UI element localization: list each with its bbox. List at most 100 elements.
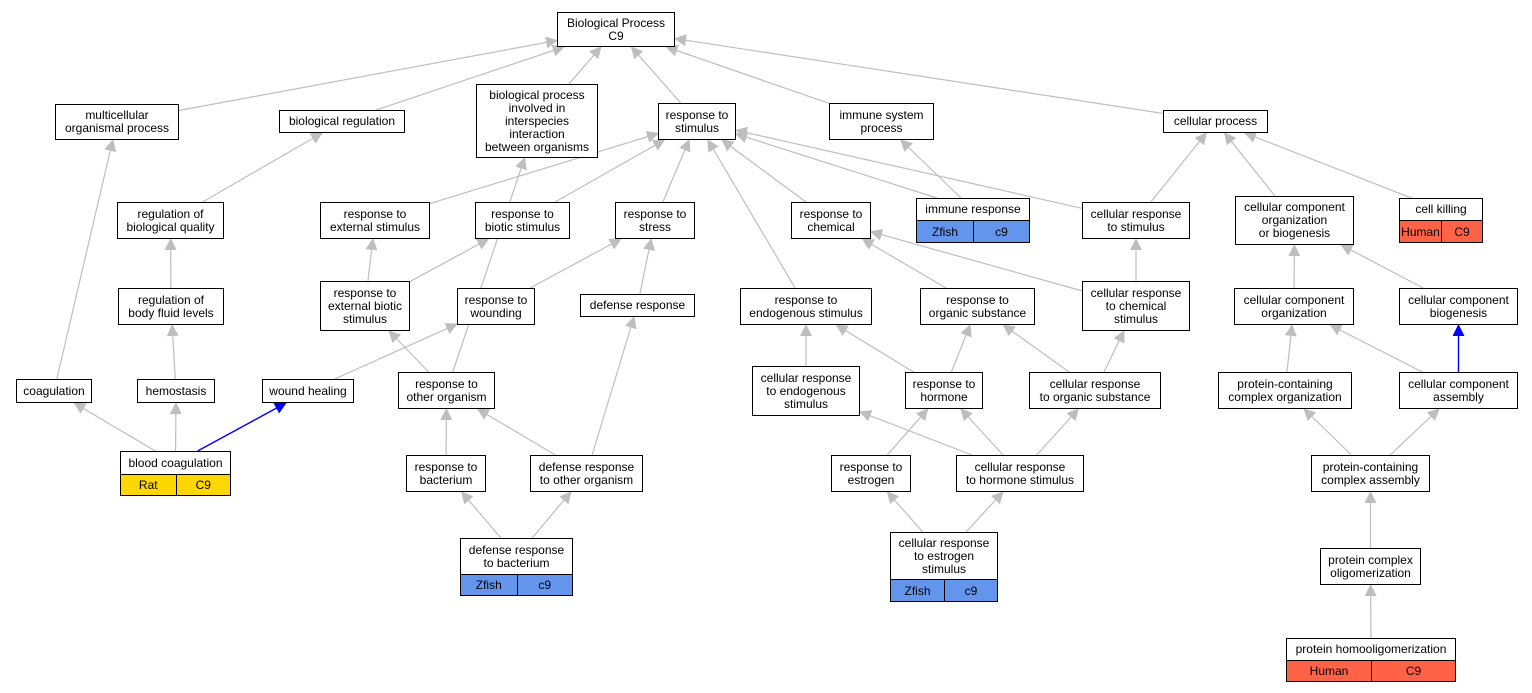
edge-cell_resp_org_sub-to-cell_resp_chem xyxy=(1103,330,1125,373)
edge-resp_ext-to-resp_stim xyxy=(429,130,659,205)
edge-multicellular-to-root xyxy=(178,36,558,112)
node-cellular-response-to-estrogen-stimulus[interactable]: cellular response to estrogen stimulus xyxy=(890,532,998,580)
annotation-cell-killing: Human C9 xyxy=(1399,220,1483,243)
node-coagulation[interactable]: coagulation xyxy=(16,379,92,403)
node-cellular-component-organization[interactable]: cellular component organization xyxy=(1234,288,1354,325)
node-response-to-endogenous-stimulus[interactable]: response to endogenous stimulus xyxy=(740,288,872,325)
gene-label: c9 xyxy=(973,221,1029,242)
node-cellular-response-to-stimulus[interactable]: cellular response to stimulus xyxy=(1082,202,1190,239)
node-defense-response[interactable]: defense response xyxy=(580,294,695,317)
edge-group xyxy=(56,34,1465,639)
node-response-to-stimulus[interactable]: response to stimulus xyxy=(658,103,736,140)
edge-def_resp_bact-to-resp_bacterium xyxy=(461,491,502,539)
annotation-blood-coagulation: Rat C9 xyxy=(120,474,231,496)
edge-hemostasis-to-reg_fluid xyxy=(166,324,179,380)
node-regulation-of-body-fluid-levels[interactable]: regulation of body fluid levels xyxy=(118,288,224,325)
node-response-to-external-biotic-stimulus[interactable]: response to external biotic stimulus xyxy=(320,281,410,331)
gene-label: c9 xyxy=(516,575,573,595)
node-biological-regulation[interactable]: biological regulation xyxy=(279,110,405,133)
node-multicellular-organismal-process[interactable]: multicellular organismal process xyxy=(55,104,179,140)
node-regulation-of-biological-quality[interactable]: regulation of biological quality xyxy=(117,202,224,239)
node-immune-response[interactable]: immune response xyxy=(916,198,1030,221)
node-response-to-hormone[interactable]: response to hormone xyxy=(905,372,983,409)
edge-coagulation-to-multicellular xyxy=(56,139,117,380)
edge-resp_org_sub-to-resp_chem xyxy=(861,238,947,289)
edge-blood_coag-to-coagulation xyxy=(73,402,156,452)
edge-pc_complex_asm-to-pc_complex_org xyxy=(1303,408,1352,456)
edge-immune_proc-to-root xyxy=(665,44,830,104)
edge-resp_wound-to-resp_stress xyxy=(529,238,622,289)
node-response-to-biotic-stimulus[interactable]: response to biotic stimulus xyxy=(475,202,570,239)
edge-resp_endo-to-resp_stim xyxy=(707,139,796,289)
node-response-to-stress[interactable]: response to stress xyxy=(615,202,695,239)
node-protein-containing-complex-assembly[interactable]: protein-containing complex assembly xyxy=(1311,455,1430,492)
node-blood-coagulation[interactable]: blood coagulation xyxy=(120,451,231,475)
species-label: Zfish xyxy=(475,578,502,592)
edge-immune_resp-to-resp_stim xyxy=(735,131,938,199)
edge-cc_biogen-to-ccob xyxy=(1340,244,1424,289)
edge-cell_resp_chem-to-resp_chem xyxy=(870,228,1083,292)
edge-resp_stress-to-resp_stim xyxy=(662,139,691,203)
edge-cc_assembly-to-cc_org xyxy=(1329,324,1423,373)
node-protein-complex-oligomerization[interactable]: protein complex oligomerization xyxy=(1320,548,1421,585)
node-response-to-wounding[interactable]: response to wounding xyxy=(457,288,535,325)
edge-blood_coag-to-wound_heal xyxy=(197,402,287,452)
edge-wound_heal-to-resp_wound xyxy=(334,323,458,380)
species-label: Human xyxy=(1401,224,1440,239)
node-response-to-organic-substance[interactable]: response to organic substance xyxy=(920,288,1035,325)
node-wound-healing[interactable]: wound healing xyxy=(262,379,354,403)
edge-reg_quality-to-bioreg xyxy=(202,132,323,203)
edge-cell_resp_stim-to-resp_stim xyxy=(735,126,1083,209)
edge-defense-to-resp_stress xyxy=(639,238,655,295)
node-hemostasis[interactable]: hemostasis xyxy=(137,379,215,403)
annotation-immune-response: Zfish c9 xyxy=(916,220,1030,243)
annotation-protein-homooligomerization: Human C9 xyxy=(1286,660,1456,682)
node-interspecies-interaction[interactable]: biological process involved in interspec… xyxy=(476,84,598,158)
edge-resp_stim-to-root xyxy=(630,46,682,104)
node-protein-containing-complex-organization[interactable]: protein-containing complex organization xyxy=(1218,372,1352,409)
edge-resp_other_org-to-resp_ext_biotic xyxy=(388,330,430,373)
gene-label: c9 xyxy=(944,580,997,601)
edge-interspecies-to-root xyxy=(568,46,602,85)
node-defense-response-to-bacterium[interactable]: defense response to bacterium xyxy=(460,538,573,575)
species-label: Zfish xyxy=(904,583,931,598)
edge-bioreg-to-root xyxy=(376,44,565,111)
species-label: Rat xyxy=(138,478,158,492)
node-cellular-response-to-chemical-stimulus[interactable]: cellular response to chemical stimulus xyxy=(1082,281,1190,331)
edge-resp_biotic-to-resp_stim xyxy=(554,139,666,203)
node-immune-system-process[interactable]: immune system process xyxy=(829,103,934,140)
node-response-to-external-stimulus[interactable]: response to external stimulus xyxy=(320,202,430,239)
node-cellular-response-to-hormone-stimulus[interactable]: cellular response to hormone stimulus xyxy=(956,455,1084,492)
annotation-cellular-response-to-estrogen-stimulus: Zfish c9 xyxy=(890,579,998,602)
edge-cellular_proc-to-root xyxy=(674,34,1164,115)
node-response-to-chemical[interactable]: response to chemical xyxy=(791,202,871,239)
edge-resp_ext_biotic-to-resp_biotic xyxy=(409,238,490,283)
node-response-to-other-organism[interactable]: response to other organism xyxy=(398,372,495,409)
edge-ccob-to-cellular_proc xyxy=(1224,132,1276,197)
node-protein-homooligomerization[interactable]: protein homooligomerization xyxy=(1286,638,1456,661)
gene-label: C9 xyxy=(1441,221,1482,242)
node-cellular-process[interactable]: cellular process xyxy=(1163,110,1268,133)
node-cellular-component-organization-or-biogenesis[interactable]: cellular component organization or bioge… xyxy=(1235,196,1354,245)
node-defense-response-to-other-organism[interactable]: defense response to other organism xyxy=(530,455,643,492)
edge-cell_resp_org_sub-to-resp_org_sub xyxy=(1002,324,1070,373)
edge-cell_resp_estrogen-to-resp_estrogen xyxy=(886,491,924,533)
edge-resp_hormone-to-resp_endo xyxy=(835,324,914,373)
node-cellular-component-assembly[interactable]: cellular component assembly xyxy=(1399,372,1518,409)
gene-label: C9 xyxy=(175,475,231,495)
edge-cell_resp_hormone-to-cell_resp_endo xyxy=(859,410,973,456)
node-cell-killing[interactable]: cell killing xyxy=(1399,198,1483,221)
edge-resp_ext_biotic-to-resp_ext xyxy=(365,238,378,282)
node-biological-process-root[interactable]: Biological Process C9 xyxy=(557,12,675,47)
edge-resp_estrogen-to-resp_hormone xyxy=(886,408,929,456)
edge-cell_resp_hormone-to-cell_resp_org_sub xyxy=(1036,408,1079,456)
gene-label: C9 xyxy=(1371,661,1455,681)
node-cellular-component-biogenesis[interactable]: cellular component biogenesis xyxy=(1399,288,1518,325)
node-response-to-bacterium[interactable]: response to bacterium xyxy=(406,455,486,492)
node-cellular-response-to-endogenous-stimulus[interactable]: cellular response to endogenous stimulus xyxy=(752,366,860,416)
node-cellular-response-to-organic-substance[interactable]: cellular response to organic substance xyxy=(1029,372,1161,409)
node-response-to-estrogen[interactable]: response to estrogen xyxy=(831,455,911,492)
edge-def_resp_other-to-defense xyxy=(591,316,637,456)
